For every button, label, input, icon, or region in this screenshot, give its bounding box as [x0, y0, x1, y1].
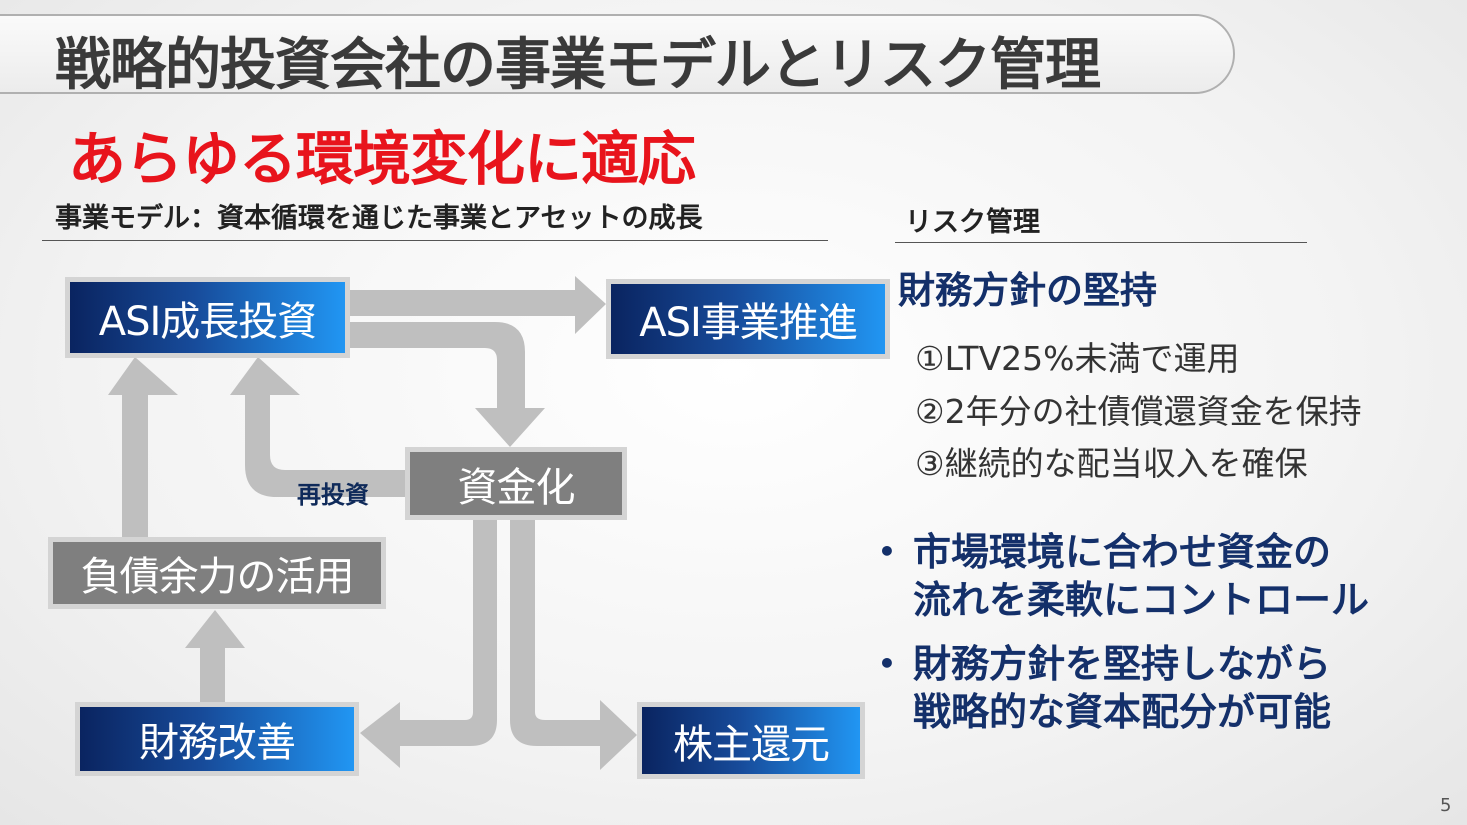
box-debt-capacity: 負債余力の活用	[48, 537, 386, 609]
slide-subtitle: あらゆる環境変化に適応	[68, 125, 696, 193]
arrow-to-business-promotion	[348, 276, 606, 334]
box-monetization: 資金化	[405, 447, 627, 520]
business-model-heading: 事業モデル：資本循環を通じた事業とアセットの成長	[55, 203, 703, 234]
risk-management-heading: リスク管理	[905, 207, 1040, 238]
divider	[895, 242, 1307, 243]
arrow-to-financial-improvement	[360, 519, 497, 768]
box-asi-business-promotion: ASI事業推進	[606, 279, 890, 359]
arrow-to-monetization	[348, 322, 545, 447]
bullet-line: 戦略的な資本配分が可能	[913, 690, 1332, 734]
box-asi-growth-investment: ASI成長投資	[65, 277, 350, 358]
page-number: 5	[1440, 795, 1452, 816]
policy-item: ③継続的な配当収入を確保	[915, 444, 1308, 483]
policy-title: 財務方針の堅持	[898, 269, 1157, 312]
policy-item: ①LTV25%未満で運用	[915, 339, 1240, 378]
title-banner	[0, 14, 1235, 94]
reinvest-label: 再投資	[297, 481, 369, 509]
arrow-to-shareholder-return	[510, 519, 637, 770]
bullet-item: • 財務方針を堅持しながら 戦略的な資本配分が可能	[878, 640, 1331, 736]
arrow-reinvest	[230, 357, 405, 497]
bullet-line: 市場環境に合わせ資金の	[913, 530, 1332, 574]
slide-title: 戦略的投資会社の事業モデルとリスク管理	[55, 33, 1101, 98]
bullet-line: 財務方針を堅持しながら	[913, 642, 1332, 686]
bullet-icon: •	[878, 647, 896, 680]
divider	[42, 240, 828, 241]
arrow-debt-to-growth	[108, 357, 178, 540]
policy-item: ②2年分の社債償還資金を保持	[915, 392, 1362, 431]
box-financial-improvement: 財務改善	[75, 702, 359, 776]
bullet-line: 流れを柔軟にコントロール	[913, 578, 1370, 622]
bullet-icon: •	[878, 535, 896, 568]
bullet-item: • 市場環境に合わせ資金の 流れを柔軟にコントロール	[878, 528, 1369, 624]
box-shareholder-return: 株主還元	[637, 702, 865, 779]
arrow-improvement-to-debt	[185, 610, 245, 702]
